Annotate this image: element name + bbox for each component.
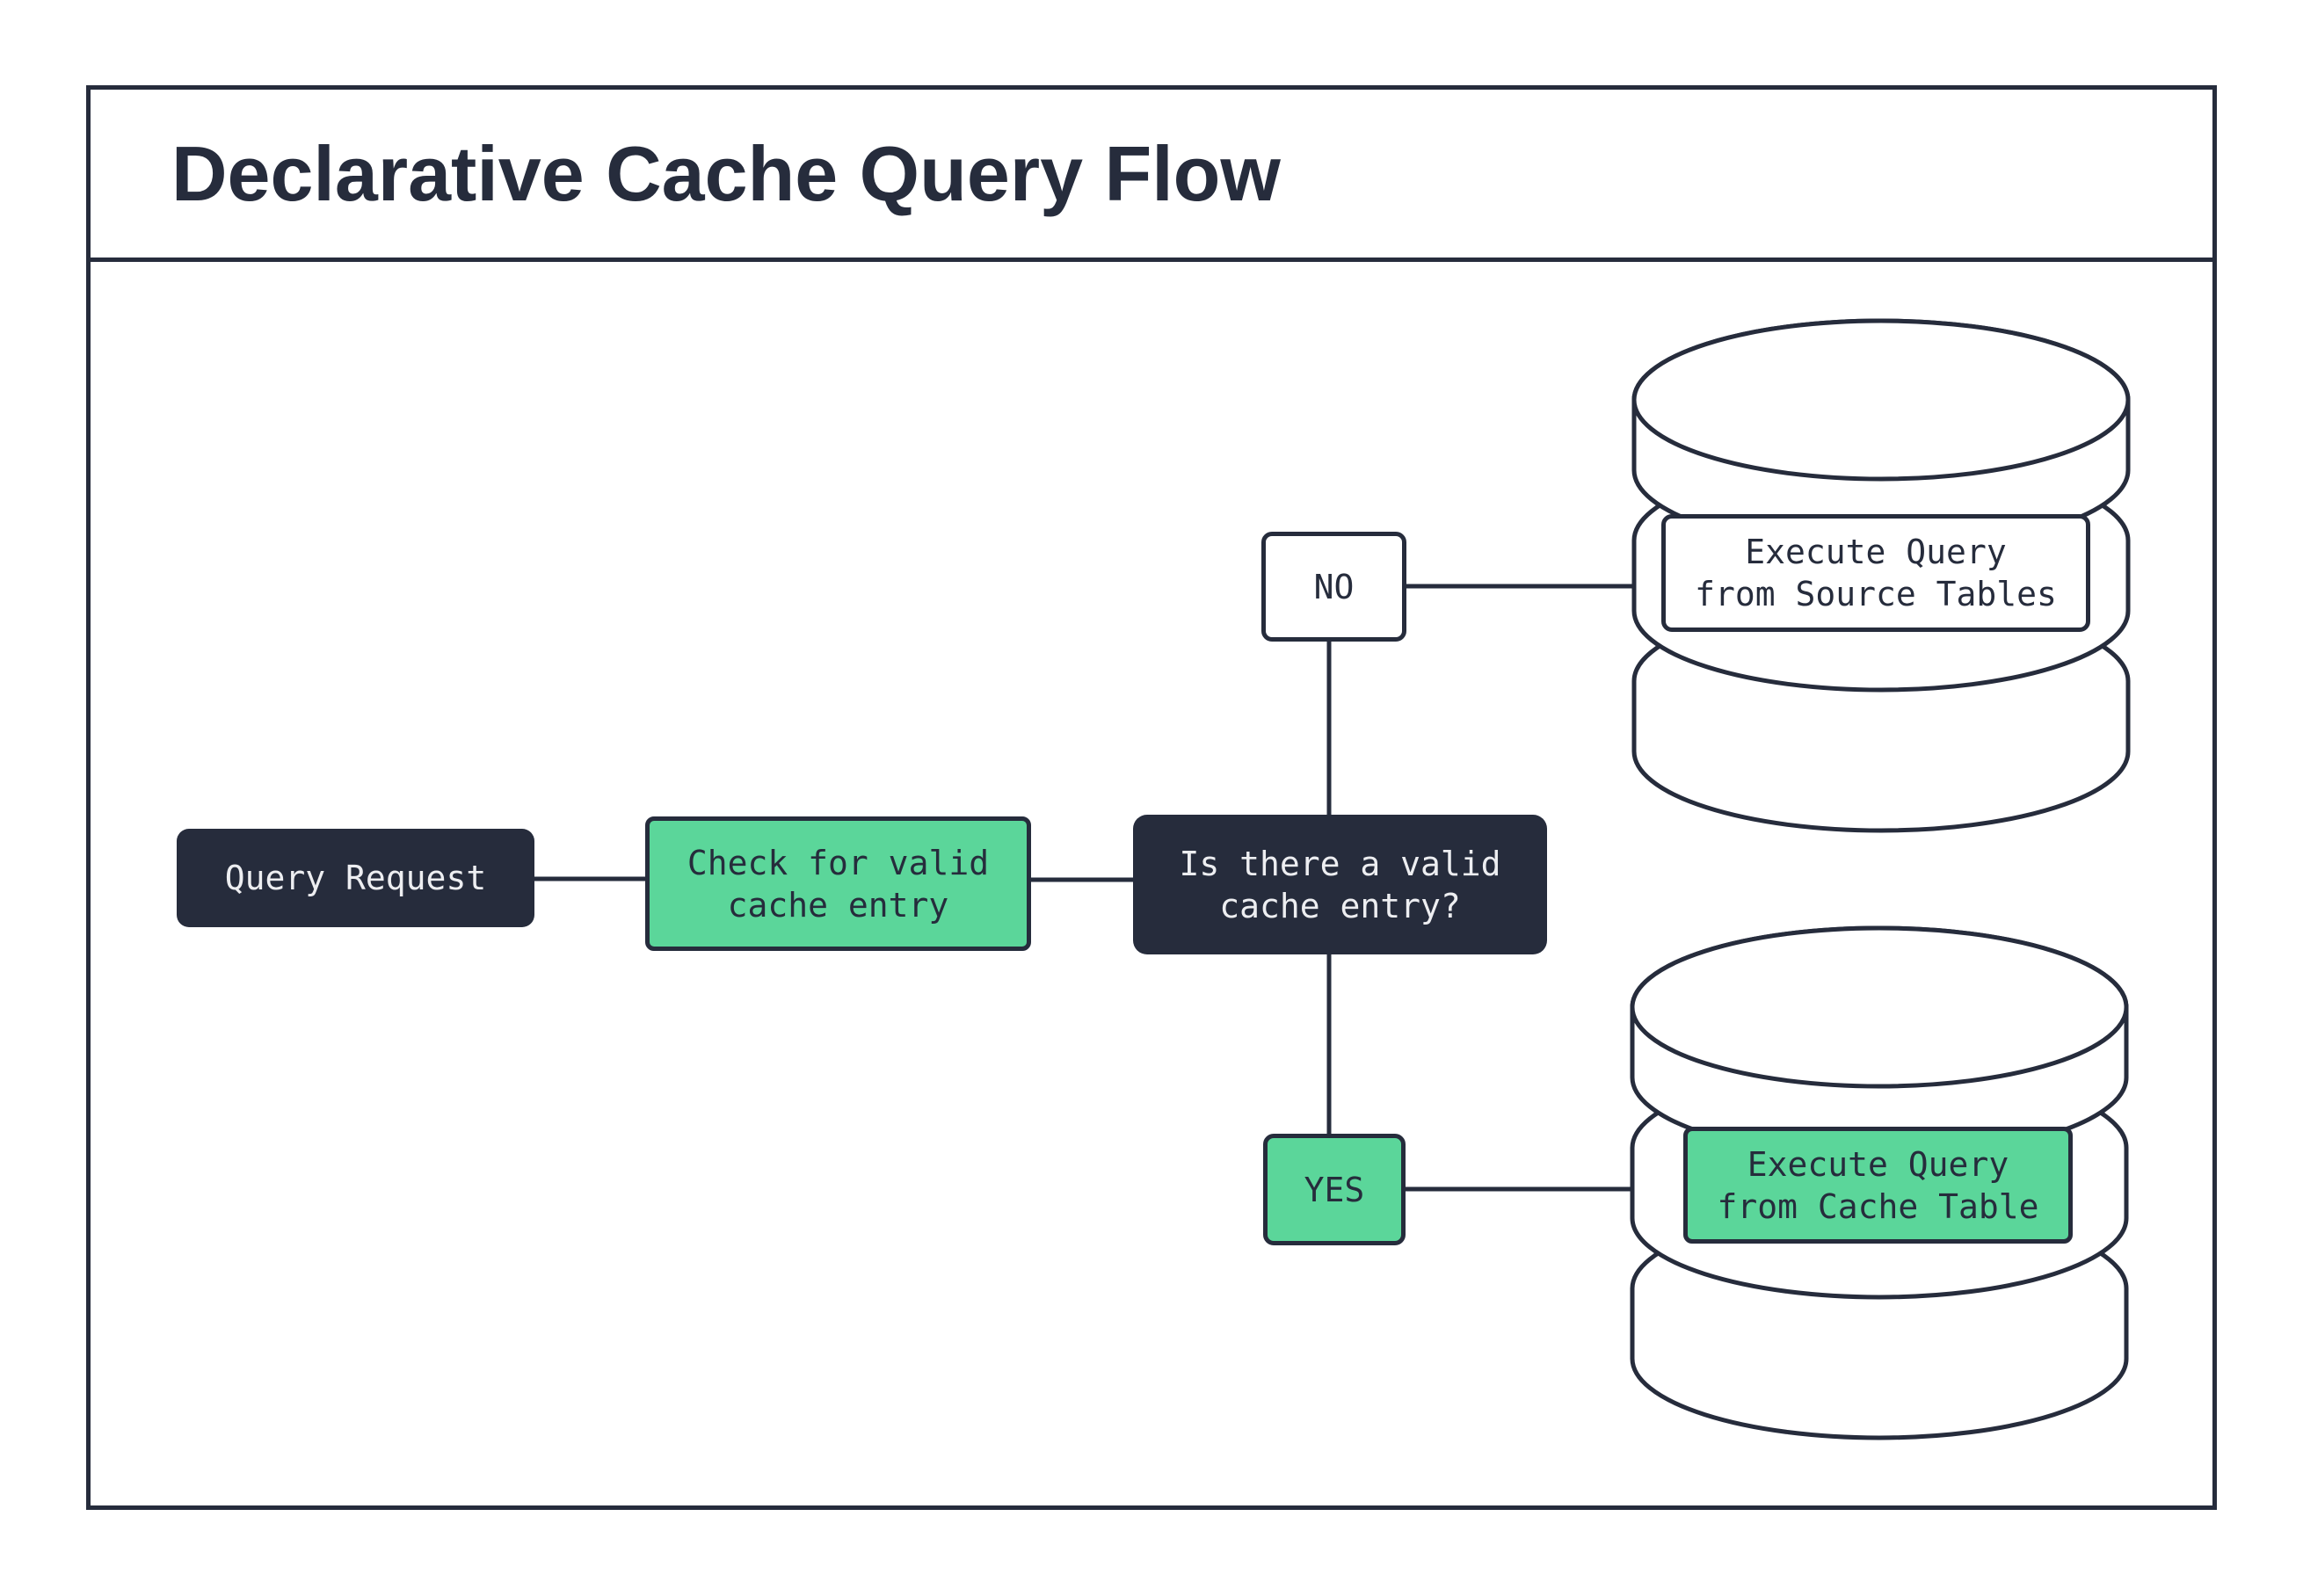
node-execute-query-cache-table: Execute Query from Cache Table: [1683, 1127, 2073, 1244]
node-label-line: cache entry?: [1219, 886, 1461, 925]
node-label-line: Execute Query: [1747, 1144, 2009, 1184]
node-execute-query-source-tables: Execute Query from Source Tables: [1661, 514, 2090, 632]
node-label-line: Is there a valid: [1179, 844, 1501, 883]
node-decision-valid-cache: Is there a valid cache entry?: [1133, 815, 1547, 954]
node-branch-no: NO: [1261, 532, 1406, 642]
node-label-line: from Cache Table: [1717, 1186, 2039, 1226]
node-check-cache: Check for valid cache entry: [645, 816, 1031, 951]
node-label-line: from Source Tables: [1695, 575, 2057, 613]
node-label-line: Execute Query: [1745, 533, 2007, 571]
page-title: Declarative Cache Query Flow: [171, 129, 1281, 217]
node-label: Query Request: [224, 859, 487, 897]
node-branch-yes: YES: [1263, 1134, 1406, 1245]
node-query-request: Query Request: [177, 829, 534, 927]
node-label: YES: [1304, 1170, 1365, 1209]
node-label-line: cache entry: [727, 885, 949, 925]
diagram-frame: Declarative Cache Query Flow: [86, 85, 2217, 1510]
title-bar: Declarative Cache Query Flow: [91, 90, 2212, 262]
node-label: NO: [1313, 567, 1355, 606]
node-label-line: Check for valid: [687, 843, 990, 882]
